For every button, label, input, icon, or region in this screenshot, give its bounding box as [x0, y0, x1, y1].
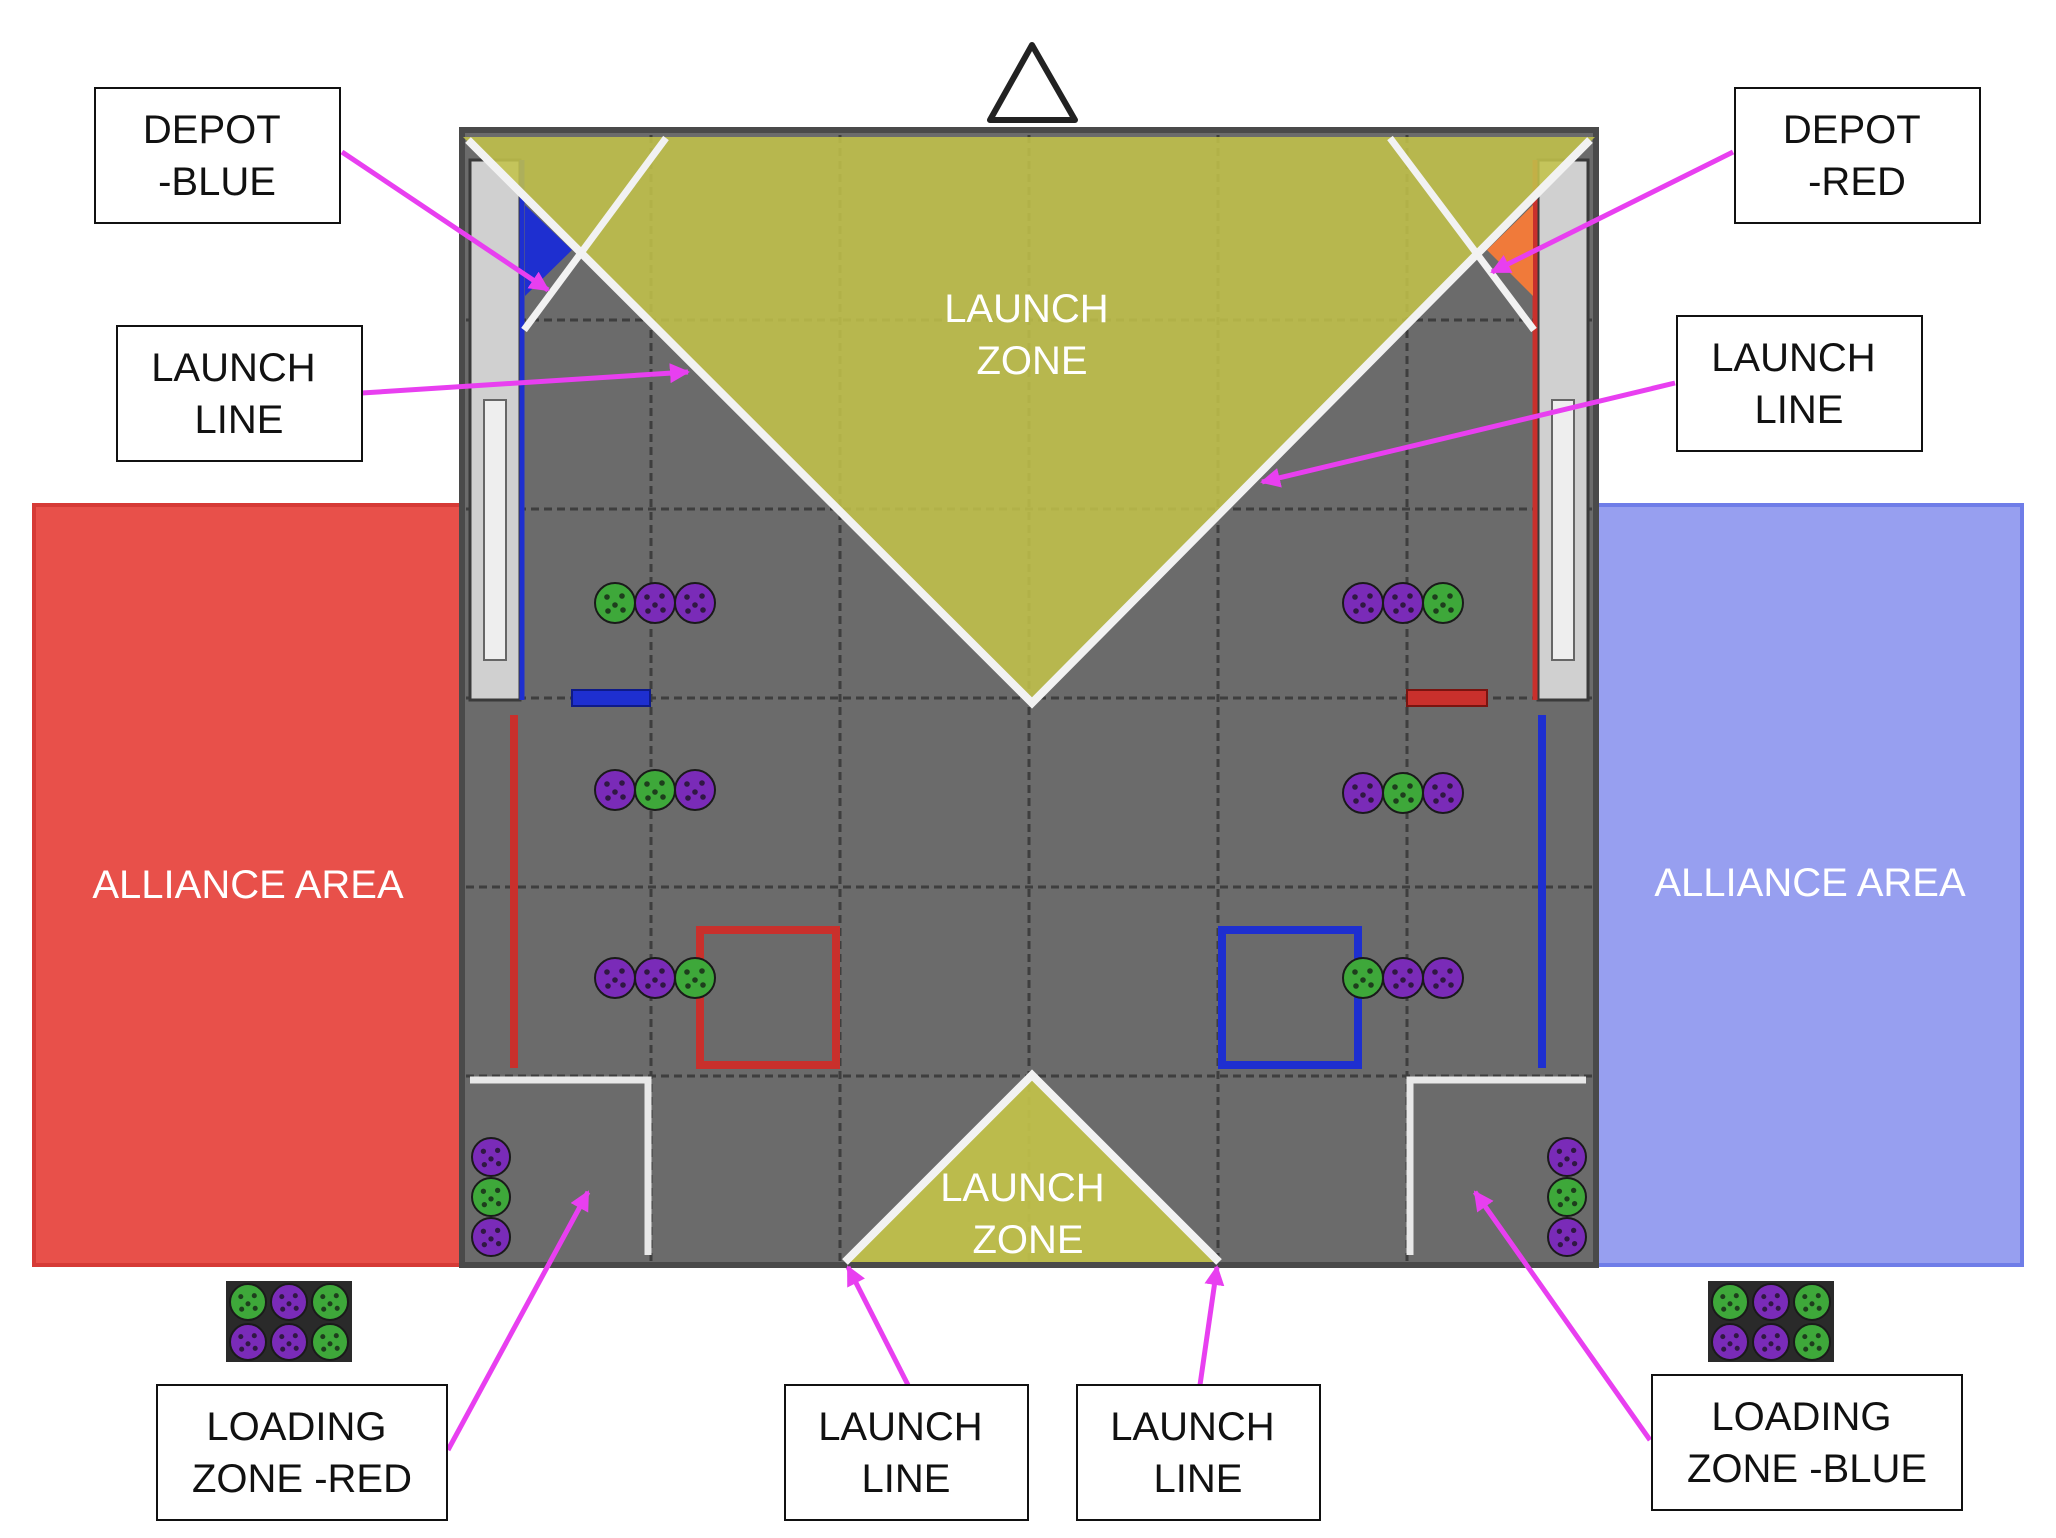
- field: [459, 127, 1599, 1268]
- artifact-ball: [594, 769, 636, 811]
- alliance-area-blue: [1588, 503, 2024, 1267]
- spare-artifact-ball: [311, 1283, 349, 1321]
- depot-red-area: [1487, 205, 1533, 296]
- spare-artifact-ball: [1752, 1323, 1790, 1361]
- callout-launch-line-upper-right: LAUNCH LINE: [1676, 315, 1923, 452]
- svg-text:LAUNCH LINE: LAUNCH LINE: [1110, 1405, 1286, 1501]
- svg-text:LAUNCH LINE: LAUNCH LINE: [151, 346, 327, 442]
- gate-red: [1406, 689, 1488, 707]
- artifact-ball: [634, 957, 676, 999]
- artifact-ball: [471, 1137, 511, 1177]
- spare-artifact-ball: [1711, 1283, 1749, 1321]
- depot-line-blue: [521, 135, 669, 333]
- gate-blue: [571, 689, 651, 707]
- artifact-ball: [1382, 957, 1424, 999]
- arrow-depot-red: [1490, 149, 1735, 275]
- callout-loading-zone-blue: LOADING ZONE -BLUE: [1651, 1374, 1963, 1511]
- callout-depot-red: DEPOT -RED: [1734, 87, 1981, 224]
- artifact-ball: [1342, 957, 1384, 999]
- artifact-ball: [471, 1177, 511, 1217]
- callout-launch-line-upper-left: LAUNCH LINE: [116, 325, 363, 462]
- callout-launch-line-bottom-right: LAUNCH LINE: [1076, 1384, 1321, 1521]
- artifact-ball: [1342, 772, 1384, 814]
- arrow-depot-blue: [340, 149, 550, 293]
- svg-text:DEPOT -BLUE: DEPOT -BLUE: [143, 108, 291, 204]
- launch-zone-top-label: LAUNCH ZONE: [944, 287, 1120, 383]
- alliance-area-red-label: ALLIANCE AREA: [92, 863, 404, 907]
- spare-trays: [226, 1281, 1834, 1362]
- svg-text:LOADING ZONE -RED: LOADING ZONE -RED: [192, 1405, 412, 1501]
- artifact-ball: [1547, 1137, 1587, 1177]
- arrow-loading-zone-blue: [1472, 1190, 1653, 1442]
- svg-text:LAUNCH LINE: LAUNCH LINE: [1711, 336, 1887, 432]
- spare-artifact-ball: [229, 1323, 267, 1361]
- artifact-ball: [1382, 582, 1424, 624]
- svg-text:LAUNCH LINE: LAUNCH LINE: [818, 1405, 994, 1501]
- spare-artifact-ball: [229, 1283, 267, 1321]
- launch-zone-bottom-label: LAUNCH ZONE: [940, 1166, 1116, 1262]
- launch-line-top: [465, 137, 1593, 709]
- alliance-area-blue-label: ALLIANCE AREA: [1654, 861, 1966, 905]
- pointer-arrows: [340, 149, 1735, 1452]
- goal-triangle-icon: [987, 42, 1078, 123]
- artifact-ball: [674, 582, 716, 624]
- spare-artifact-ball: [270, 1283, 308, 1321]
- ramp-left-inner: [483, 399, 507, 661]
- artifact-ball: [1547, 1217, 1587, 1257]
- loading-zone-blue-outline: [1406, 1076, 1586, 1255]
- ramp-right-inner: [1551, 399, 1575, 661]
- launch-line-bottom: [842, 1069, 1222, 1265]
- svg-text:LOADING ZONE -BLUE: LOADING ZONE -BLUE: [1687, 1395, 1927, 1491]
- artifact-ball: [594, 582, 636, 624]
- artifact-group: [471, 582, 1587, 1257]
- spare-artifact-ball: [1752, 1283, 1790, 1321]
- callout-launch-line-bottom-left: LAUNCH LINE: [784, 1384, 1029, 1521]
- artifact-ball: [594, 957, 636, 999]
- arrow-launch-line-bottom-right: [1197, 1265, 1225, 1386]
- spare-artifact-ball: [1793, 1323, 1831, 1361]
- artifact-ball: [1422, 582, 1464, 624]
- launch-zone-bottom: [845, 1075, 1219, 1262]
- spare-artifact-ball: [270, 1323, 308, 1361]
- depot-line-red: [1387, 135, 1537, 333]
- arrow-launch-line-upper-right: [1260, 380, 1676, 488]
- artifact-ball: [634, 769, 676, 811]
- alliance-area-red: [32, 503, 466, 1267]
- arrow-loading-zone-red: [445, 1190, 591, 1452]
- artifact-ball: [634, 582, 676, 624]
- artifact-ball: [674, 769, 716, 811]
- artifact-ball: [1382, 772, 1424, 814]
- arrow-launch-line-bottom-left: [845, 1265, 911, 1387]
- artifact-ball: [1547, 1177, 1587, 1217]
- loading-zone-red-outline: [470, 1076, 652, 1255]
- svg-text:DEPOT -RED: DEPOT -RED: [1783, 108, 1931, 204]
- artifact-ball: [1342, 582, 1384, 624]
- artifact-ball: [1422, 957, 1464, 999]
- launch-zone-top: [463, 137, 1595, 703]
- artifact-ball: [471, 1217, 511, 1257]
- spare-artifact-ball: [1711, 1323, 1749, 1361]
- arrow-launch-line-upper-left: [361, 363, 690, 396]
- artifact-ball: [1422, 772, 1464, 814]
- artifact-ball: [674, 957, 716, 999]
- callout-depot-blue: DEPOT -BLUE: [94, 87, 341, 224]
- callout-loading-zone-red: LOADING ZONE -RED: [156, 1384, 448, 1521]
- spare-artifact-ball: [1793, 1283, 1831, 1321]
- spare-artifact-ball: [311, 1323, 349, 1361]
